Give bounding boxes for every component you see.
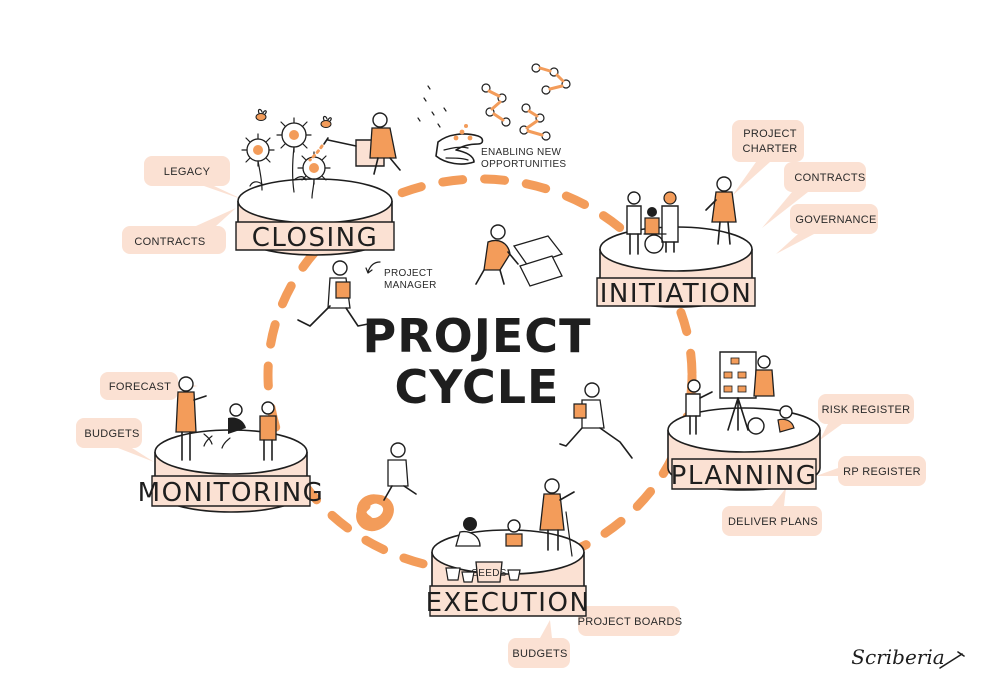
- stage-label-monitoring: MONITORING: [138, 478, 325, 508]
- bubble-contracts-initiation-text: CONTRACTS: [794, 172, 865, 184]
- signature: Scriberia: [851, 645, 965, 669]
- note-enabling-line-1: ENABLING NEW: [481, 147, 562, 158]
- bubble-forecast-text: FORECAST: [109, 381, 171, 393]
- bubble-contracts-closing-text: CONTRACTS: [134, 236, 205, 248]
- person-with-map: [475, 224, 564, 287]
- platform-monitoring: MONITORING: [138, 429, 325, 513]
- bubble-risk-register: RISK REGISTER: [818, 394, 914, 440]
- running-person-icon: [297, 260, 369, 327]
- note-project-manager: PROJECT MANAGER: [365, 261, 437, 291]
- title-line-1: PROJECT: [363, 309, 592, 363]
- bubble-project-boards-text: PROJECT BOARDS: [578, 616, 683, 628]
- bubble-contracts-closing: CONTRACTS: [122, 208, 236, 254]
- wheelchair-icon: [643, 207, 667, 254]
- bubble-risk-register-text: RISK REGISTER: [822, 404, 911, 416]
- platform-planning: PLANNING: [667, 407, 821, 491]
- bubble-rp-register-text: RP REGISTER: [843, 466, 921, 478]
- bubble-forecast: FORECAST: [100, 372, 198, 400]
- cycle-ring: [263, 174, 697, 576]
- seed-molecule-icon: [481, 63, 571, 141]
- bubble-project-charter-text-2: CHARTER: [742, 143, 797, 155]
- bubble-legacy: LEGACY: [144, 156, 244, 200]
- note-enabling: ENABLING NEW OPPORTUNITIES: [481, 147, 566, 170]
- bubble-deliver-plans-text: DELIVER PLANS: [728, 516, 818, 528]
- stage-label-planning: PLANNING: [671, 461, 818, 491]
- bubble-contracts-initiation: CONTRACTS: [762, 162, 866, 228]
- bubble-budgets-execution: BUDGETS: [508, 620, 570, 668]
- people-icon: [626, 176, 737, 255]
- running-person-right: [559, 382, 633, 459]
- bee-icon: [255, 108, 332, 128]
- signature-text: Scriberia: [851, 645, 944, 669]
- bubble-legacy-text: LEGACY: [164, 166, 211, 178]
- watering-can-icon: [308, 112, 401, 175]
- flipchart-icon: [685, 351, 795, 435]
- bubble-project-boards: PROJECT BOARDS: [556, 604, 683, 636]
- seed-bag-label: SEEDS: [471, 568, 506, 579]
- bubble-rp-register: RP REGISTER: [816, 456, 926, 486]
- note-pm-line-2: MANAGER: [384, 280, 437, 291]
- monitoring-people: [175, 376, 277, 461]
- bubble-governance: GOVERNANCE: [776, 204, 878, 254]
- bubble-project-charter: PROJECT CHARTER: [732, 120, 804, 196]
- bubble-budgets-monitoring: BUDGETS: [76, 418, 154, 462]
- bubble-deliver-plans: DELIVER PLANS: [722, 488, 822, 536]
- scribble-icon: [356, 442, 417, 532]
- note-enabling-line-2: OPPORTUNITIES: [481, 159, 566, 170]
- stage-label-execution: EXECUTION: [426, 588, 591, 618]
- title: PROJECT CYCLE: [363, 309, 592, 414]
- bubble-governance-text: GOVERNANCE: [795, 214, 876, 226]
- bubble-project-charter-text-1: PROJECT: [743, 128, 796, 140]
- seed-falling: [417, 85, 447, 128]
- bubble-budgets-monitoring-text: BUDGETS: [84, 428, 139, 440]
- title-line-2: CYCLE: [395, 360, 560, 414]
- flower-icon: [241, 117, 331, 199]
- hands-icon: [435, 124, 484, 165]
- platform-closing: CLOSING: [235, 178, 395, 256]
- note-pm-line-1: PROJECT: [384, 268, 433, 279]
- seed-bag-icon: SEEDS: [445, 478, 575, 583]
- bubble-budgets-execution-text: BUDGETS: [512, 648, 567, 660]
- stage-label-initiation: INITIATION: [600, 279, 753, 309]
- stage-label-closing: CLOSING: [252, 223, 378, 253]
